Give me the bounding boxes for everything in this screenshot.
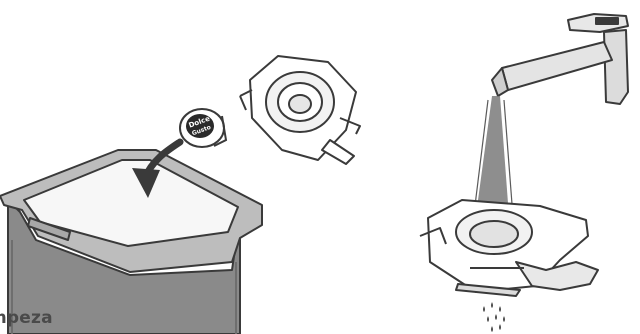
capsule-holder-icon [240,56,360,164]
capsule-holder-rinse-icon [420,200,598,296]
trash-bin-icon [0,150,262,334]
section-caption: mpeza [0,308,53,328]
faucet-icon [492,14,628,104]
water-drops-icon [483,302,505,332]
used-capsule-icon: Dolce Gusto [180,109,226,147]
